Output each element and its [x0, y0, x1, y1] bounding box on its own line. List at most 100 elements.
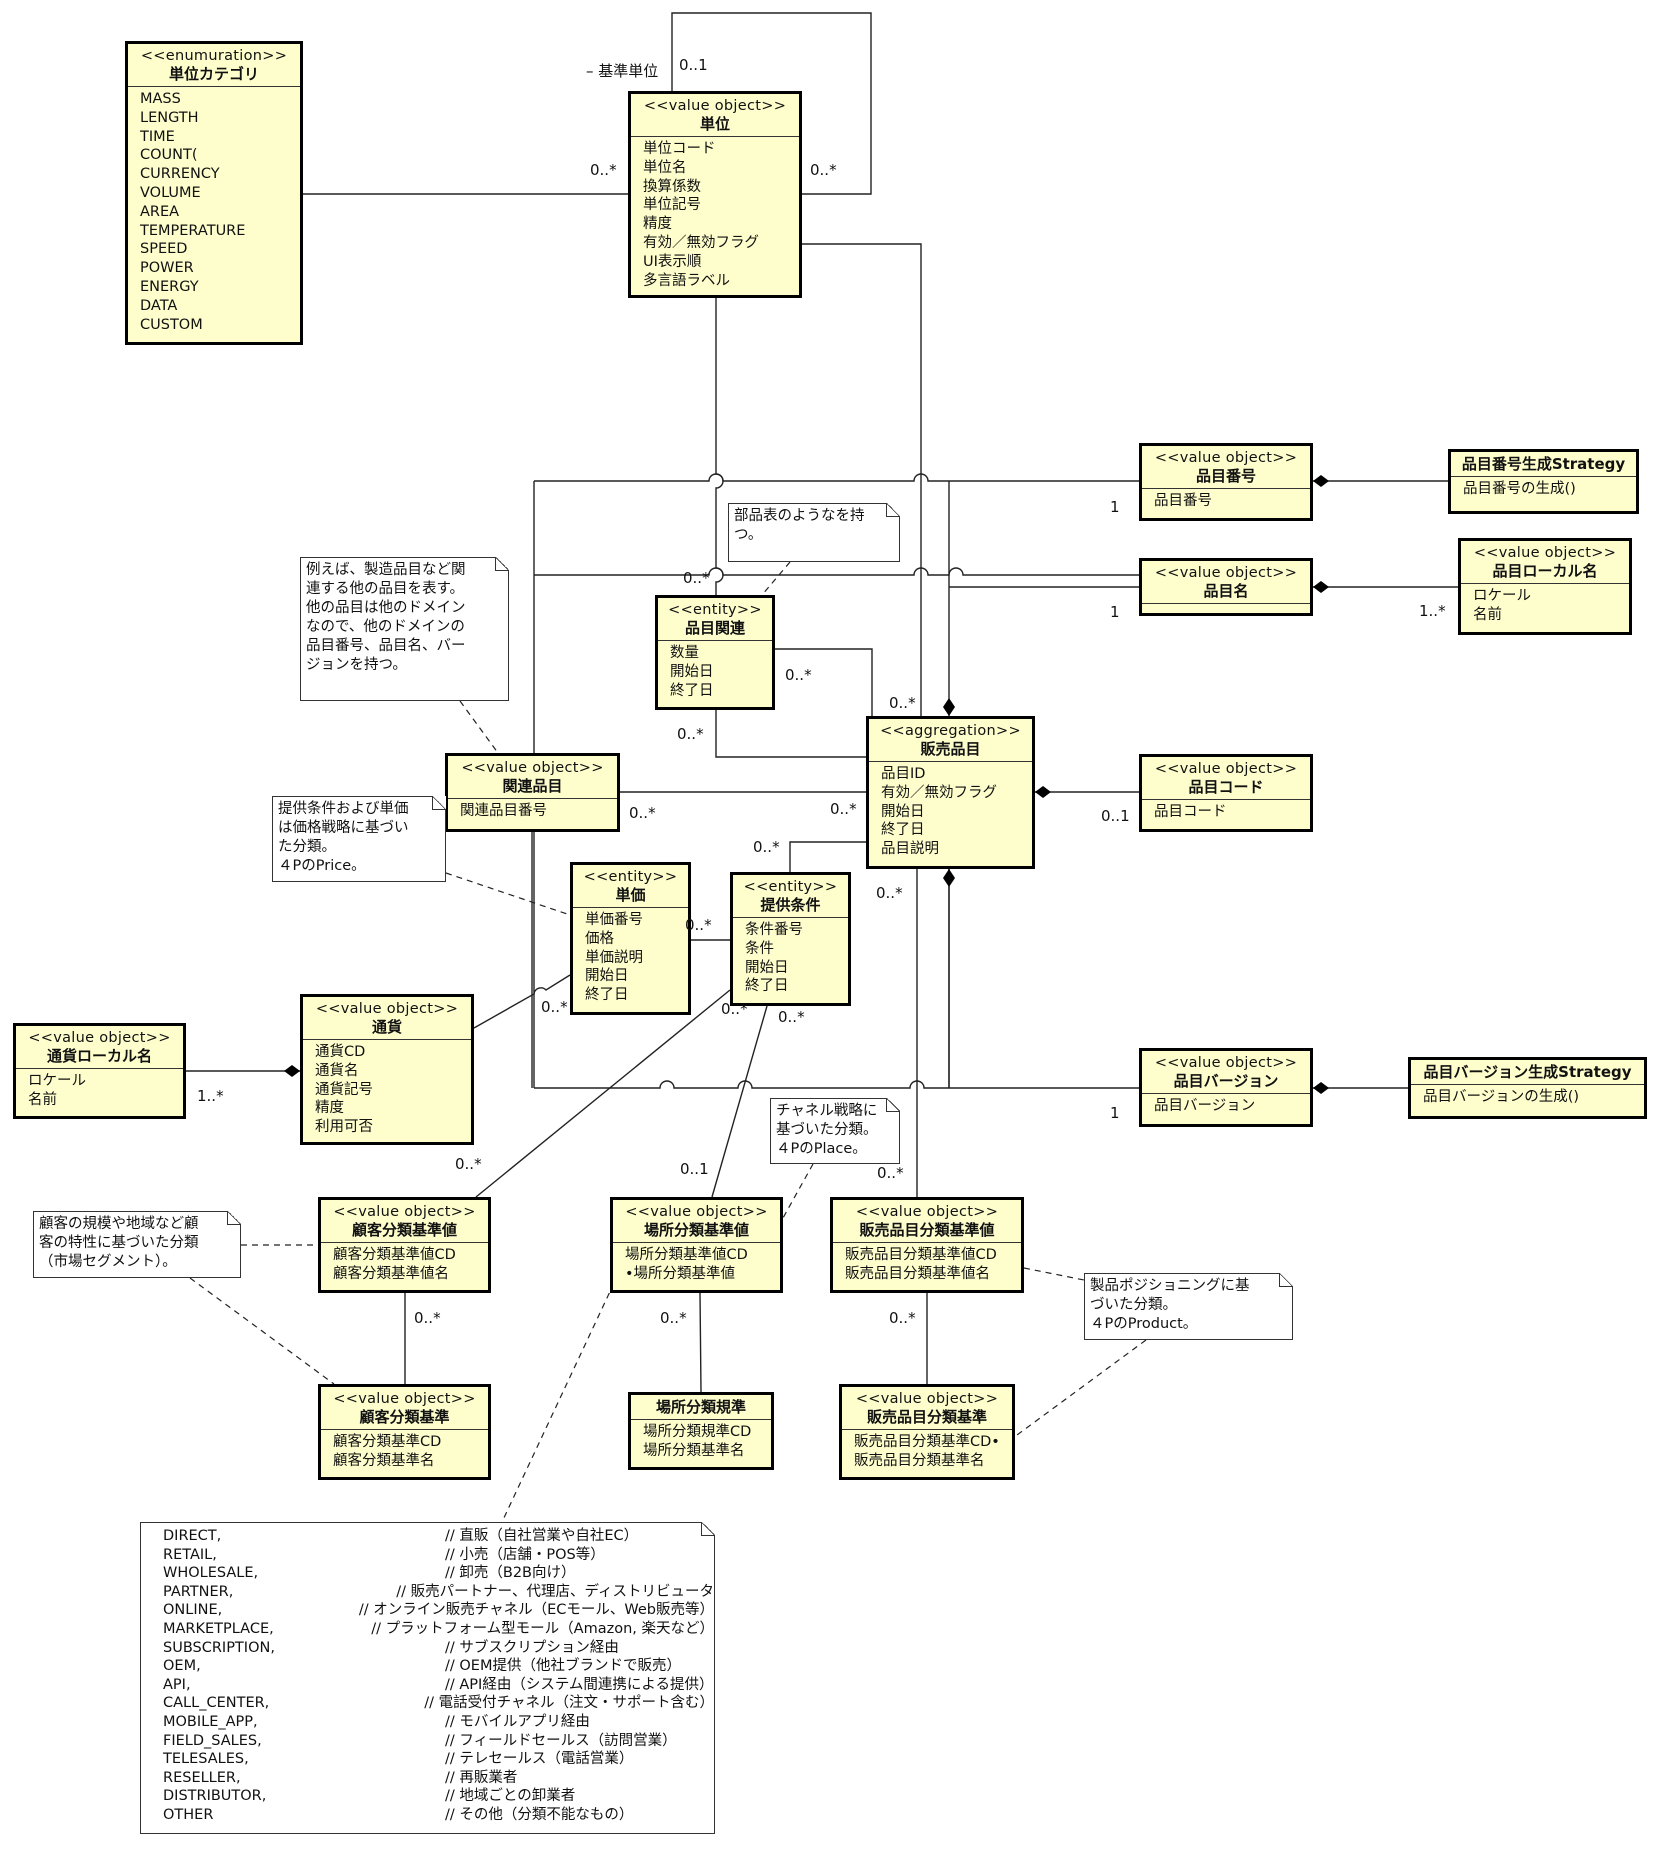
channel-enum-row: TELESALES,// テレセールス（電話営業）	[163, 1750, 714, 1769]
attribute: TEMPERATURE	[140, 222, 246, 239]
mult-price-right: 0..*	[685, 916, 712, 934]
class-related-item[interactable]: <<value object>>関連品目 関連品目番号	[445, 753, 620, 832]
class-currency-local-name[interactable]: <<value object>>通貨ローカル名 ロケール名前	[13, 1023, 186, 1119]
enum-comment: // プラットフォーム型モール（Amazon, 楽天など）	[371, 1620, 714, 1637]
class-name: 関連品目	[502, 777, 563, 795]
mult-relation-top: 0..*	[683, 569, 710, 587]
stereotype: <<value object>>	[1154, 565, 1298, 581]
enum-key: RESELLER,	[163, 1769, 241, 1786]
attribute: 条件	[745, 940, 774, 957]
channel-enum-list: DIRECT,// 直販（自社営業や自社EC）RETAIL,// 小売（店舗・P…	[163, 1527, 714, 1825]
class-sales-item-class[interactable]: <<value object>>販売品目分類基準 販売品目分類基準CD•販売品目…	[839, 1384, 1015, 1480]
attribute: 有効／無効フラグ	[881, 784, 997, 801]
note-anchors	[189, 561, 1147, 1523]
attribute: POWER	[140, 260, 194, 277]
attribute: 精度	[315, 1100, 344, 1117]
attribute: MASS	[140, 91, 181, 107]
class-item-number-strategy[interactable]: 品目番号生成Strategy 品目番号の生成()	[1448, 449, 1639, 514]
attribute: 終了日	[745, 978, 789, 995]
attribute: 多言語ラベル	[643, 272, 730, 289]
class-item-number[interactable]: <<value object>>品目番号 品目番号	[1139, 443, 1313, 521]
class-name: 場所分類基準値	[643, 1221, 749, 1239]
mult-item-code: 0..1	[1101, 807, 1130, 825]
stereotype: <<value object>>	[28, 1030, 171, 1046]
attribute: COUNT(	[140, 147, 198, 164]
enum-key: MARKETPLACE,	[163, 1620, 274, 1637]
mult-self-top: 0..1	[679, 56, 708, 74]
attribute: 利用可否	[315, 1119, 373, 1136]
stereotype: <<entity>>	[743, 879, 838, 895]
class-unit[interactable]: <<value object>>単位 単位コード単位名換算係数単位記号精度有効／…	[628, 91, 802, 298]
mult-relation-right: 0..*	[785, 666, 812, 684]
attribute: 終了日	[881, 822, 925, 839]
class-name: 品目バージョン生成Strategy	[1423, 1063, 1632, 1081]
class-item-code[interactable]: <<value object>>品目コード 品目コード	[1139, 754, 1313, 832]
class-place-class-value[interactable]: <<value object>>場所分類基準値 場所分類基準値CD•場所分類基準…	[610, 1197, 783, 1293]
diamond-itemnumber	[1313, 475, 1329, 487]
assoc-unit-self	[671, 12, 872, 195]
class-item-version[interactable]: <<value object>>品目バージョン 品目バージョン	[1139, 1048, 1313, 1127]
attribute: 終了日	[585, 987, 629, 1004]
attribute: 条件番号	[745, 922, 803, 938]
channel-enum-row: OTHER// その他（分類不能なもの）	[163, 1806, 714, 1825]
enum-key: API,	[163, 1676, 191, 1693]
class-name: 品目番号生成Strategy	[1461, 455, 1626, 473]
stereotype: <<value object>>	[855, 1391, 999, 1407]
class-item-version-strategy[interactable]: 品目バージョン生成Strategy 品目バージョンの生成()	[1408, 1057, 1647, 1119]
attribute: 単位コード	[643, 141, 716, 157]
diamond-itemname	[1313, 581, 1329, 593]
class-name: 販売品目	[920, 740, 981, 758]
attribute: CUSTOM	[140, 316, 203, 333]
attribute: 品目番号	[1154, 493, 1212, 509]
mult-offer-top: 0..*	[753, 838, 780, 856]
enum-comment: // 直販（自社営業や自社EC）	[445, 1528, 639, 1544]
stereotype: <<value object>>	[1473, 545, 1617, 561]
attribute: 通貨CD	[315, 1044, 366, 1060]
attribute: •場所分類基準値	[625, 1265, 736, 1282]
diamond-sales-bottom	[943, 869, 955, 887]
note-related-item: 例えば、製造品目など関 連する他の品目を表す。 他の品目は他のドメイン なので、…	[300, 557, 509, 701]
stereotype: <<value object>>	[1154, 761, 1298, 777]
class-offer-condition[interactable]: <<entity>>提供条件 条件番号条件開始日終了日	[730, 872, 851, 1006]
attribute: 品目コード	[1154, 804, 1227, 820]
class-name: 通貨	[371, 1018, 402, 1036]
class-name: 品目バージョン	[1173, 1072, 1279, 1090]
mult-price-bottom: 0..*	[541, 998, 568, 1016]
attribute: 場所分類基準値CD	[625, 1247, 748, 1263]
class-name: 通貨ローカル名	[46, 1047, 152, 1065]
attribute: 価格	[585, 930, 614, 947]
mult-currency-local: 1..*	[197, 1087, 224, 1105]
channel-enum-row: SUBSCRIPTION,// サブスクリプション経由	[163, 1639, 714, 1658]
class-item-relation[interactable]: <<entity>>品目関連 数量開始日終了日	[655, 595, 775, 710]
attribute: 顧客分類基準CD	[333, 1434, 442, 1450]
attribute-list: ロケール名前	[16, 1069, 183, 1114]
stereotype: <<value object>>	[643, 98, 787, 114]
stereotype: <<value object>>	[461, 760, 604, 776]
class-item-name[interactable]: <<value object>>品目名	[1139, 558, 1313, 616]
enum-key: TELESALES,	[163, 1751, 249, 1768]
diamond-version	[1313, 1082, 1329, 1094]
diamond-currency	[284, 1065, 300, 1077]
class-name: 販売品目分類基準	[866, 1408, 987, 1426]
class-unit-price[interactable]: <<entity>>単価 単価番号価格単価説明開始日終了日	[570, 862, 691, 1015]
channel-enum-row: MOBILE_APP,// モバイルアプリ経由	[163, 1713, 714, 1732]
attribute: 開始日	[881, 803, 925, 820]
mult-self-right: 0..*	[810, 161, 837, 179]
mult-item-name: 1	[1110, 603, 1120, 621]
channel-enum-row: PARTNER,// 販売パートナー、代理店、ディストリビュータ	[163, 1583, 714, 1602]
enum-key: ONLINE,	[163, 1602, 223, 1619]
class-name: 品目コード	[1188, 778, 1264, 796]
class-item-local-name[interactable]: <<value object>>品目ローカル名 ロケール名前	[1458, 538, 1632, 635]
composition-diamonds	[284, 475, 1329, 1094]
